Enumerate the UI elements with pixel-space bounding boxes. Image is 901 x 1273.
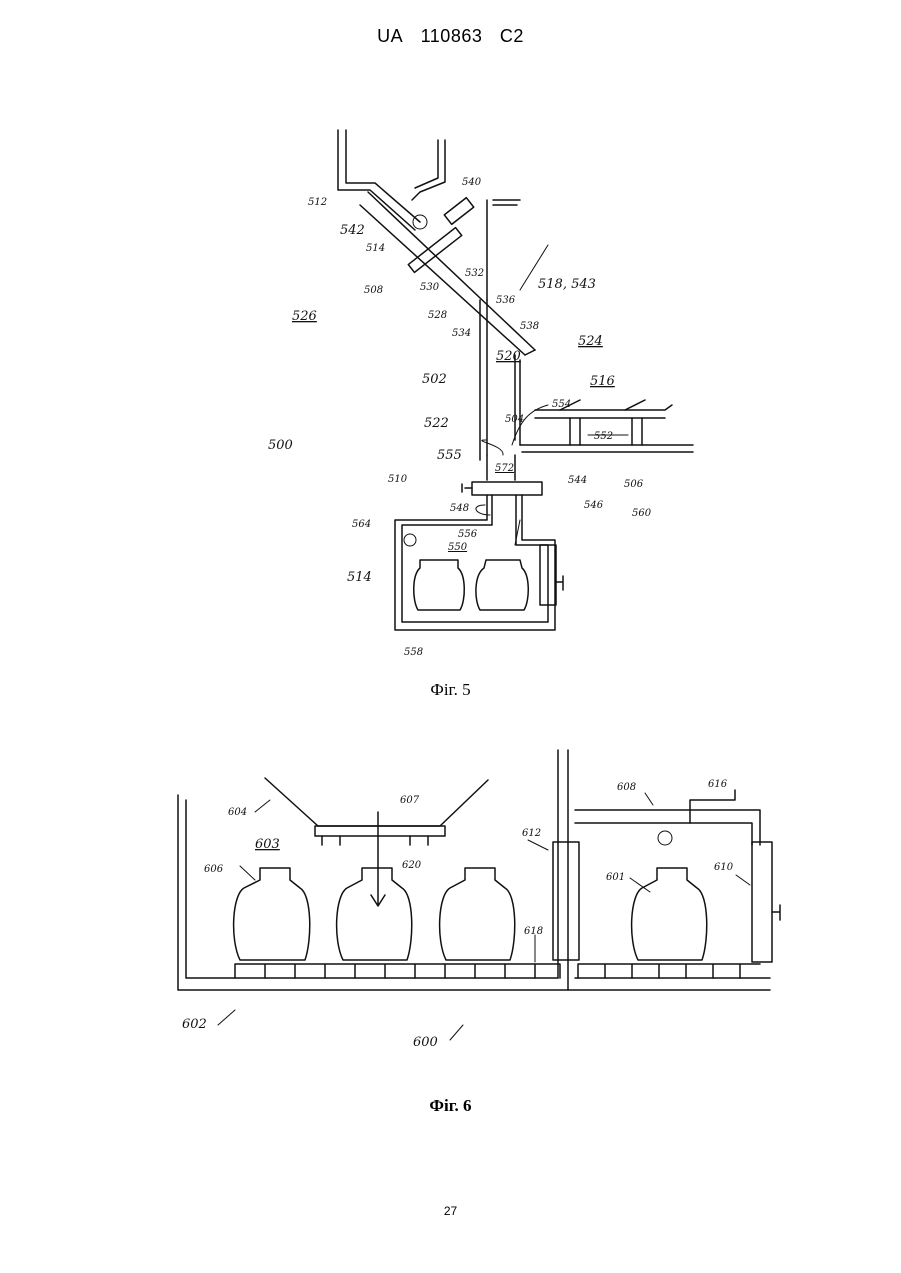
figure-6-labels: 604 607 603 620 606 608 616 612 601 610 … — [182, 779, 734, 1050]
chamber-sensor-icon — [404, 534, 416, 546]
label-534: 534 — [452, 328, 471, 339]
label-528: 528 — [428, 310, 447, 321]
chute-lower — [360, 205, 525, 355]
label-616: 616 — [708, 779, 728, 790]
label-512: 512 — [308, 197, 327, 208]
label-555: 555 — [437, 448, 462, 463]
label-610: 610 — [714, 862, 734, 873]
arrow-548 — [476, 505, 490, 515]
bottle-606 — [234, 868, 310, 960]
bottle-middle — [337, 868, 412, 960]
label-603: 603 — [255, 837, 280, 852]
chute-end — [525, 350, 535, 355]
hopper-6 — [265, 778, 488, 826]
label-520: 520 — [496, 349, 521, 364]
dispenser-head — [315, 826, 445, 836]
label-522: 522 — [424, 416, 449, 431]
chute-flange — [408, 228, 461, 273]
label-558: 558 — [404, 647, 423, 658]
label-536: 536 — [496, 295, 516, 306]
label-502: 502 — [422, 372, 447, 387]
label-510: 510 — [388, 474, 408, 485]
leader-604 — [255, 800, 270, 812]
label-514a: 514 — [366, 243, 385, 254]
arrow-555 — [482, 440, 503, 455]
label-548: 548 — [450, 503, 469, 514]
chute-upper — [368, 192, 535, 350]
label-602: 602 — [182, 1017, 207, 1032]
label-506: 506 — [624, 479, 644, 490]
label-612: 612 — [522, 828, 541, 839]
leader-600 — [450, 1025, 463, 1040]
lamp-icon — [658, 831, 672, 845]
hopper-left-wall — [338, 130, 415, 230]
gate-valve-bar — [472, 482, 542, 495]
figure-5-drawing — [338, 130, 693, 630]
figure-5-caption: Фіг. 5 — [0, 680, 901, 700]
label-544: 544 — [568, 475, 587, 486]
label-538: 538 — [520, 321, 539, 332]
leader-612 — [528, 840, 548, 850]
label-532: 532 — [465, 268, 484, 279]
gate-valve-handle — [462, 484, 472, 492]
door-610 — [752, 842, 772, 962]
leader-610 — [736, 875, 750, 885]
label-600: 600 — [413, 1035, 438, 1050]
leader-608 — [645, 793, 653, 805]
right-chamber-top — [575, 810, 760, 845]
label-554: 554 — [552, 399, 571, 410]
label-518: 518, 543 — [538, 277, 596, 292]
label-564: 564 — [352, 519, 371, 530]
label-540: 540 — [462, 177, 482, 188]
page-number: 27 — [0, 1204, 901, 1218]
conveyor-hooks — [560, 400, 645, 410]
label-550: 550 — [448, 542, 468, 553]
figure-6-drawing — [178, 750, 780, 1040]
label-526: 526 — [292, 309, 317, 324]
label-606: 606 — [204, 864, 224, 875]
label-572: 572 — [495, 463, 514, 474]
door-610-handle — [772, 905, 780, 920]
label-560: 560 — [632, 508, 652, 519]
label-508: 508 — [364, 285, 383, 296]
bottle-601 — [632, 868, 707, 960]
chamber-door-handle — [556, 576, 563, 590]
figure-6-caption: Фіг. 6 — [0, 1096, 901, 1116]
label-607: 607 — [400, 795, 420, 806]
label-542: 542 — [340, 223, 365, 238]
label-608: 608 — [617, 782, 636, 793]
label-514b: 514 — [347, 570, 372, 585]
chute-actuator — [444, 198, 473, 225]
dispenser-nozzles — [322, 836, 428, 845]
leader-606 — [240, 866, 255, 880]
gate-612 — [553, 842, 579, 960]
label-620: 620 — [402, 860, 422, 871]
label-556: 556 — [458, 529, 478, 540]
bottle-left — [414, 560, 465, 610]
label-546: 546 — [584, 500, 604, 511]
label-618: 618 — [524, 926, 543, 937]
leader-602 — [218, 1010, 235, 1025]
label-504: 504 — [505, 414, 524, 425]
arrow-554 — [512, 405, 548, 445]
bottle-right — [476, 560, 528, 610]
label-530: 530 — [420, 282, 440, 293]
hopper-left-inner — [346, 130, 420, 222]
bottle-right — [440, 868, 515, 960]
hopper-right-wall — [412, 140, 445, 200]
label-601: 601 — [606, 872, 625, 883]
hopper-right-inner — [415, 140, 438, 188]
pipe-616 — [690, 790, 735, 823]
label-552: 552 — [594, 431, 613, 442]
conveyor-right — [578, 964, 760, 978]
label-524: 524 — [578, 334, 603, 349]
label-516: 516 — [590, 374, 615, 389]
label-604: 604 — [228, 807, 247, 818]
conveyor-left — [235, 964, 560, 978]
label-500: 500 — [268, 438, 293, 453]
